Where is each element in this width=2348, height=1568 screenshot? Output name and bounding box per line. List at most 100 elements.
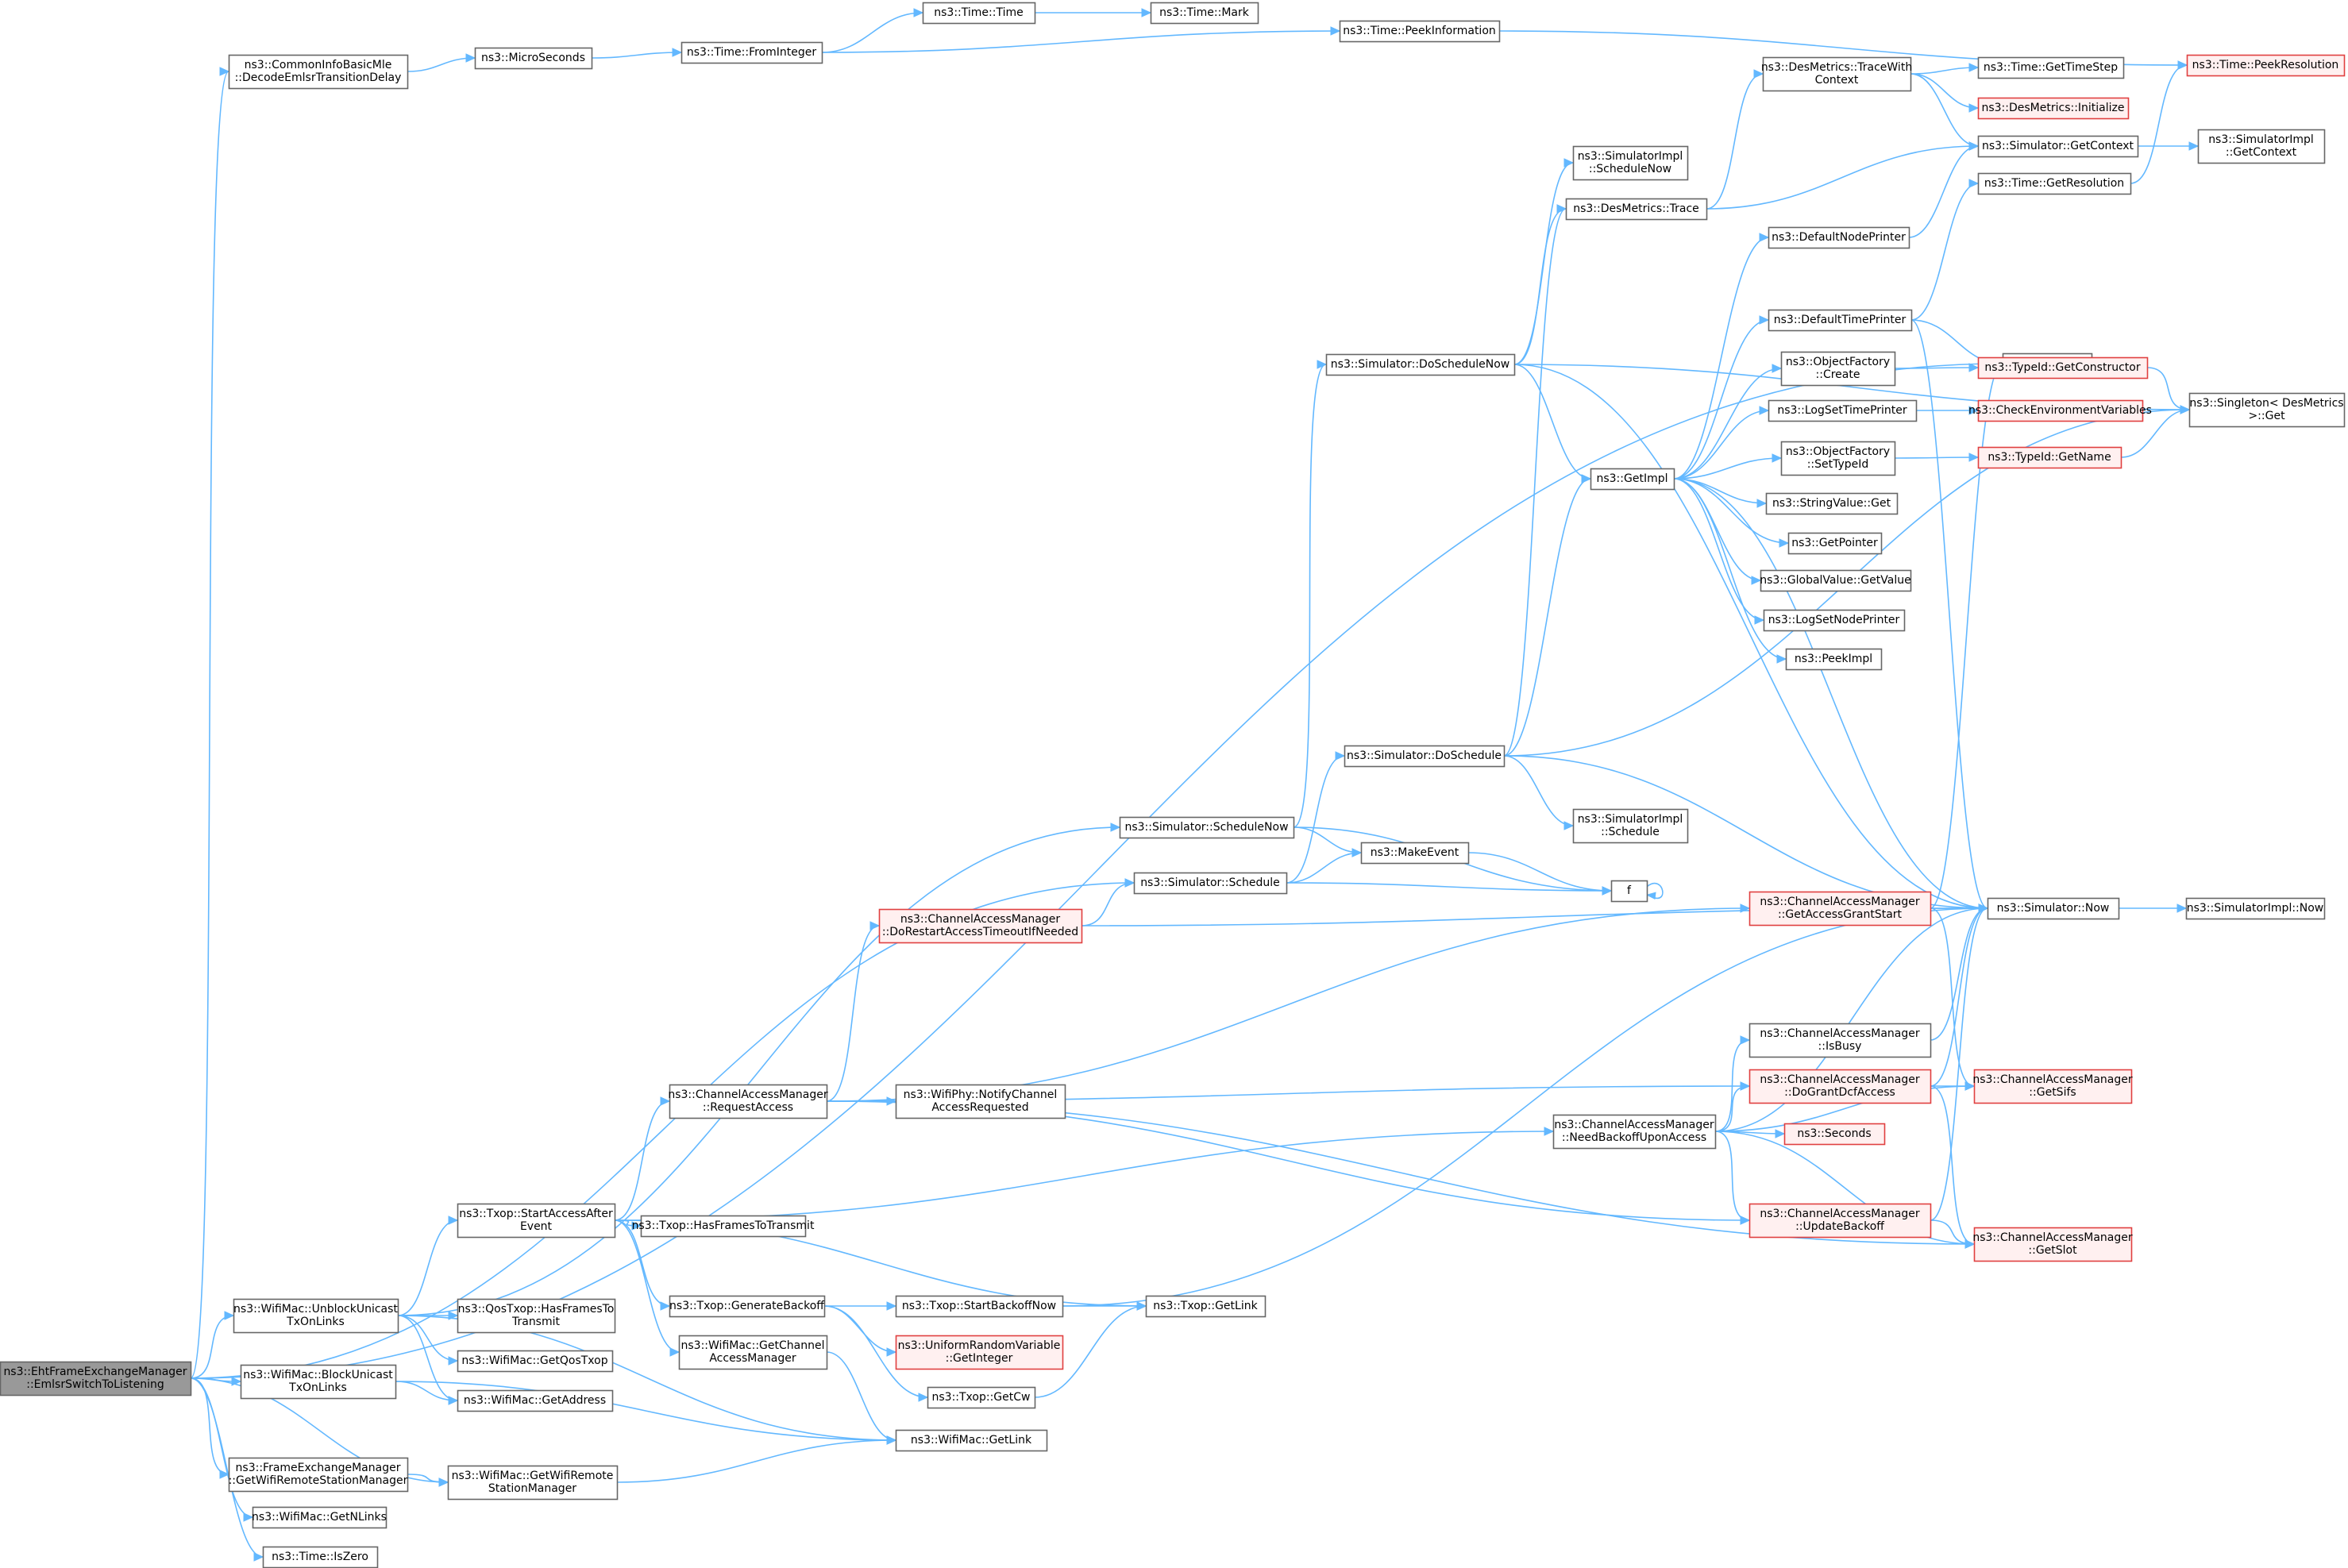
edge-arrowhead [886,1435,897,1445]
node-peekres[interactable]: ns3::Time::PeekResolution [2186,54,2346,77]
node-label: ns3::ChannelAccessManager [668,1088,828,1101]
node-label: ns3::SimulatorImpl::Now [2187,902,2324,915]
node-root[interactable]: ns3::EhtFrameExchangeManager::EmlsrSwitc… [0,1361,192,1397]
node-qoshas[interactable]: ns3::QosTxop::HasFramesToTransmit [457,1298,616,1334]
node-fromint[interactable]: ns3::Time::FromInteger [680,41,823,64]
node-label: ns3::Seconds [1797,1127,1871,1140]
node-box [457,1298,616,1334]
node-implgetctx[interactable]: ns3::SimulatorImpl::GetContext [2197,129,2326,164]
node-simgetctx[interactable]: ns3::Simulator::GetContext [1977,135,2139,158]
edge-arrowhead [1740,1215,1751,1225]
node-getnlinks[interactable]: ns3::WifiMac::GetNLinks [252,1506,387,1529]
node-reqaccess[interactable]: ns3::ChannelAccessManager::RequestAccess [668,1084,828,1119]
node-txgetlink[interactable]: ns3::Txop::GetLink [1145,1295,1267,1318]
node-macgetrsm[interactable]: ns3::WifiMac::GetWifiRemoteStationManage… [447,1465,619,1501]
node-destrace[interactable]: ns3::DesMetrics::Trace [1565,198,1708,221]
node-getres[interactable]: ns3::Time::GetResolution [1977,172,2132,195]
node-box [895,1295,1064,1318]
node-box [1977,135,2139,158]
node-peekinfo[interactable]: ns3::Time::PeekInformation [1339,20,1501,43]
edge-arrowhead [253,1552,264,1562]
node-seconds[interactable]: ns3::Seconds [1783,1123,1886,1146]
node-singleton[interactable]: ns3::Singleton< DesMetrics>::Get [2188,392,2346,428]
node-doschednow[interactable]: ns3::Simulator::DoScheduleNow [1325,353,1516,376]
node-femgetrsm[interactable]: ns3::FrameExchangeManager::GetWifiRemote… [229,1457,409,1493]
call-edge [1930,907,1988,1087]
node-schednow[interactable]: ns3::Simulator::ScheduleNow [1119,816,1295,839]
node-desinit[interactable]: ns3::DesMetrics::Initialize [1977,97,2130,120]
node-box [447,1465,619,1501]
node-label: ns3::MakeEvent [1371,846,1459,859]
node-getimpl[interactable]: ns3::GetImpl [1590,468,1675,491]
node-dosched[interactable]: ns3::Simulator::DoSchedule [1344,745,1506,768]
node-label: ns3::WifiPhy::NotifyChannel [904,1088,1058,1101]
node-label: ns3::Simulator::DoScheduleNow [1331,358,1509,371]
node-implsched[interactable]: ns3::SimulatorImpl::Schedule [1572,808,1689,844]
node-decode[interactable]: ns3::CommonInfoBasicMle::DecodeEmlsrTran… [228,54,409,90]
node-box [1977,399,2144,422]
node-deftime[interactable]: ns3::DefaultTimePrinter [1768,309,1913,332]
node-simnow[interactable]: ns3::Simulator::Now [1987,897,2120,920]
node-getsifs[interactable]: ns3::ChannelAccessManager::GetSifs [1972,1069,2133,1104]
node-getslot[interactable]: ns3::ChannelAccessManager::GetSlot [1972,1227,2133,1262]
node-label: ::Create [1816,368,1860,381]
node-defnode[interactable]: ns3::DefaultNodePrinter [1768,226,1910,249]
node-box [895,1335,1064,1370]
node-genback[interactable]: ns3::Txop::GenerateBackoff [669,1295,826,1318]
node-sched[interactable]: ns3::Simulator::Schedule [1133,872,1288,895]
node-logsettime[interactable]: ns3::LogSetTimePrinter [1768,399,1918,422]
call-edge [190,1315,234,1379]
node-peekimpl[interactable]: ns3::PeekImpl [1785,648,1883,671]
node-makeevent[interactable]: ns3::MakeEvent [1360,842,1470,865]
node-micro[interactable]: ns3::MicroSeconds [474,47,593,70]
edge-arrowhead [1136,1301,1147,1311]
node-label: ::GetSifs [2029,1086,2076,1099]
node-box [474,47,593,70]
node-checkenv[interactable]: ns3::CheckEnvironmentVariables [1968,399,2152,422]
node-iszero[interactable]: ns3::Time::IsZero [262,1546,379,1568]
node-label: ns3::DefaultNodePrinter [1772,231,1906,244]
node-time[interactable]: ns3::Time::Time [922,2,1036,25]
node-label: ns3::Singleton< DesMetrics [2189,397,2343,410]
node-dogrant[interactable]: ns3::ChannelAccessManager::DoGrantDcfAcc… [1748,1069,1932,1104]
node-strget[interactable]: ns3::StringValue::Get [1765,492,1899,515]
node-updback[interactable]: ns3::ChannelAccessManager::UpdateBackoff [1748,1203,1932,1239]
call-edge [614,1100,670,1221]
node-startbackoff[interactable]: ns3::Txop::StartBackoffNow [895,1295,1064,1318]
node-getcw[interactable]: ns3::Txop::GetCw [927,1386,1036,1409]
node-getaddr[interactable]: ns3::WifiMac::GetAddress [457,1389,614,1412]
node-getaccess[interactable]: ns3::ChannelAccessManager::GetAccessGran… [1748,891,1932,927]
call-edge [1714,907,1988,1132]
node-gettimestep[interactable]: ns3::Time::GetTimeStep [1977,56,2125,79]
node-hasframes[interactable]: ns3::Txop::HasFramesToTransmit [632,1215,815,1238]
node-box [678,1335,828,1370]
edge-arrowhead [1978,903,1989,913]
node-label: ns3::TypeId::GetConstructor [1984,361,2140,374]
node-getlink[interactable]: ns3::WifiMac::GetLink [895,1429,1048,1452]
node-logsetnode[interactable]: ns3::LogSetNodePrinter [1763,609,1906,632]
node-getctor[interactable]: ns3::TypeId::GetConstructor [1977,356,2149,379]
node-dorestart[interactable]: ns3::ChannelAccessManager::DoRestartAcce… [878,908,1083,944]
node-getname[interactable]: ns3::TypeId::GetName [1977,446,2122,469]
node-globget[interactable]: ns3::GlobalValue::GetValue [1760,569,1912,592]
node-implschednow[interactable]: ns3::SimulatorImpl::ScheduleNow [1572,145,1689,181]
node-ofsettype[interactable]: ns3::ObjectFactory::SetTypeId [1780,441,1896,476]
node-label: ns3::Txop::StartAccessAfter [459,1208,613,1220]
node-urv[interactable]: ns3::UniformRandomVariable::GetInteger [895,1335,1064,1370]
node-f[interactable]: f [1610,880,1648,903]
node-mark[interactable]: ns3::Time::Mark [1150,2,1259,25]
node-notify[interactable]: ns3::WifiPhy::NotifyChannelAccessRequest… [895,1084,1066,1119]
node-isbusy[interactable]: ns3::ChannelAccessManager::IsBusy [1748,1023,1932,1058]
node-needbackoff[interactable]: ns3::ChannelAccessManager::NeedBackoffUp… [1552,1114,1717,1150]
node-getptr[interactable]: ns3::GetPointer [1787,532,1883,555]
node-getqos[interactable]: ns3::WifiMac::GetQosTxop [457,1350,614,1373]
node-box [895,1429,1048,1452]
node-ofcreate[interactable]: ns3::ObjectFactory::Create [1780,351,1896,387]
node-box [1973,1069,2133,1104]
node-implnow[interactable]: ns3::SimulatorImpl::Now [2185,897,2326,920]
